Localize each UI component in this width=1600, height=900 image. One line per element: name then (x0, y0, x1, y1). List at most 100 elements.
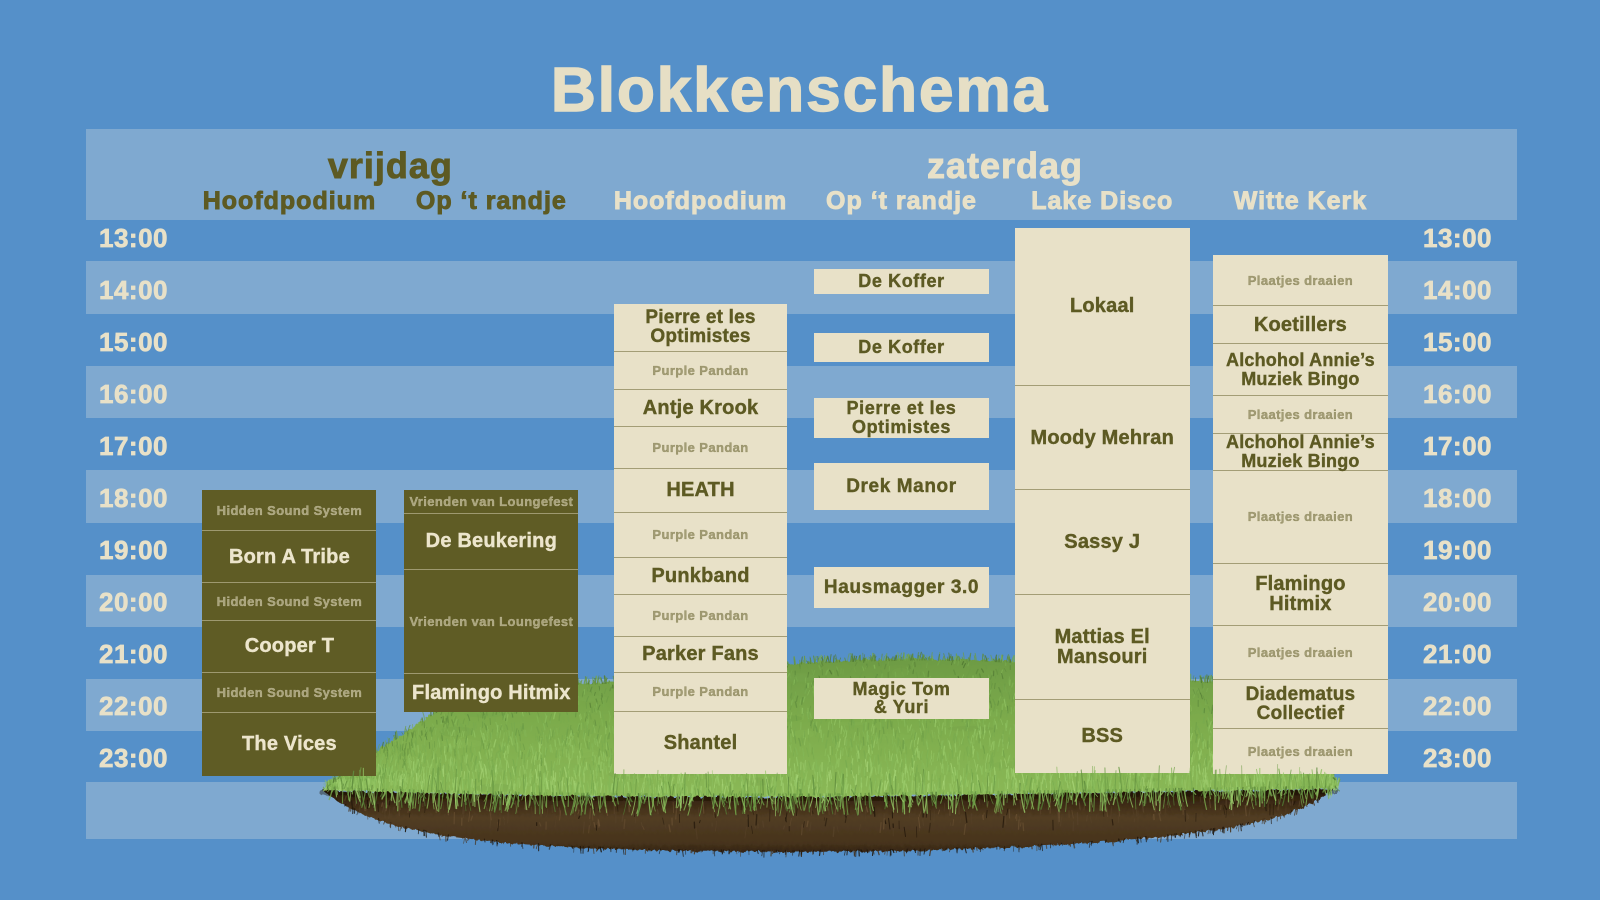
schedule-block: Vrienden van Loungefest (404, 568, 579, 673)
time-label-right: 21:00 (1423, 638, 1492, 669)
act-label: HEATH (666, 479, 735, 502)
schedule-block: Alchohol Annie’s Muziek Bingo (1213, 432, 1388, 471)
schedule-block: Koetillers (1213, 305, 1388, 343)
schedule-block: Purple Pandan (613, 512, 788, 557)
time-label-right: 14:00 (1423, 274, 1492, 305)
schedule-block: Purple Pandan (613, 351, 788, 389)
act-label: Plaatjes draaien (1247, 406, 1354, 422)
schedule-block: Hidden Sound System (202, 671, 377, 712)
schedule-block: Plaatjes draaien (1213, 470, 1388, 563)
act-label: Flamingo Hitmix (412, 681, 571, 704)
schedule-block: Purple Pandan (613, 672, 788, 711)
act-label: Magic Tom & Yuri (852, 678, 951, 718)
act-label: Mattias El Mansouri (1054, 625, 1150, 668)
time-label-right: 19:00 (1423, 534, 1492, 565)
schedule-block: Flamingo Hitmix (404, 673, 579, 712)
act-label: Alchohol Annie’s Muziek Bingo (1226, 350, 1375, 389)
act-label: Hidden Sound System (216, 502, 363, 518)
time-label-left: 21:00 (99, 638, 168, 669)
act-label: Alchohol Annie’s Muziek Bingo (1226, 432, 1375, 471)
schedule-block: Parker Fans (613, 635, 788, 673)
act-label: Hidden Sound System (216, 593, 363, 609)
act-label: Pierre et les Optimistes (645, 307, 756, 348)
time-label-right: 15:00 (1423, 326, 1492, 357)
schedule-block: Flamingo Hitmix (1213, 562, 1388, 625)
time-label-left: 22:00 (99, 690, 168, 721)
act-label: Vrienden van Loungefest (409, 494, 574, 510)
time-label-left: 15:00 (99, 326, 168, 357)
act-label: Plaatjes draaien (1247, 744, 1354, 760)
act-label: Purple Pandan (652, 439, 749, 455)
schedule-block: HEATH (613, 467, 788, 512)
act-label: The Vices (242, 733, 337, 756)
time-label-left: 13:00 (99, 222, 168, 253)
schedule-block: Cooper T (202, 619, 377, 672)
act-label: Vrienden van Loungefest (409, 613, 574, 629)
act-label: Flamingo Hitmix (1255, 572, 1346, 616)
time-label-right: 17:00 (1423, 430, 1492, 461)
schedule-block: Diadematus Collectief (1213, 679, 1388, 727)
schedule-block: Plaatjes draaien (1213, 395, 1388, 433)
schedule-block: Pierre et les Optimistes (814, 398, 989, 438)
schedule-block: Plaatjes draaien (1213, 727, 1388, 775)
time-label-right: 22:00 (1423, 690, 1492, 721)
schedule-block: Plaatjes draaien (1213, 255, 1387, 305)
schedule-block: Purple Pandan (613, 594, 788, 635)
time-label-left: 14:00 (99, 274, 168, 305)
act-label: Hidden Sound System (216, 684, 363, 700)
time-label-right: 18:00 (1423, 482, 1492, 513)
schedule-block: Alchohol Annie’s Muziek Bingo (1213, 342, 1388, 395)
schedule-block: Pierre et les Optimistes (614, 304, 787, 351)
time-label-left: 19:00 (99, 534, 168, 565)
schedule-block: Vrienden van Loungefest (404, 490, 578, 513)
schedule-block: Drek Manor (814, 463, 989, 510)
schedule-block: Sassy J (1014, 489, 1190, 594)
schedule-block: Plaatjes draaien (1213, 625, 1388, 679)
schedule-block: Hausmagger 3.0 (814, 566, 989, 608)
act-label: De Koffer (858, 337, 945, 358)
act-label: Punkband (651, 564, 750, 587)
time-label-left: 16:00 (99, 378, 168, 409)
act-label: Moody Mehran (1030, 426, 1174, 449)
act-label: BSS (1081, 725, 1124, 748)
act-label: Plaatjes draaien (1247, 272, 1354, 288)
time-label-right: 20:00 (1423, 586, 1492, 617)
schedule-block: De Koffer (814, 268, 989, 295)
act-label: Born A Tribe (228, 545, 350, 568)
act-label: De Beukering (425, 530, 557, 553)
time-label-right: 23:00 (1423, 742, 1492, 773)
schedule-block: Lokaal (1015, 228, 1191, 385)
act-label: Cooper T (244, 635, 335, 658)
schedule-block: Magic Tom & Yuri (814, 678, 989, 719)
schedule-block: Mattias El Mansouri (1014, 594, 1190, 699)
schedule-block: Born A Tribe (202, 530, 377, 582)
schedule-block: Hidden Sound System (202, 582, 377, 619)
act-label: Lokaal (1069, 295, 1135, 318)
schedule-block: De Beukering (404, 513, 579, 569)
act-label: Plaatjes draaien (1247, 645, 1354, 661)
page-title: Blokkenschema (550, 55, 1050, 126)
act-label: Sassy J (1064, 531, 1141, 554)
time-label-right: 16:00 (1423, 378, 1492, 409)
schedule-block: Antje Krook (613, 388, 788, 426)
act-label: Purple Pandan (652, 684, 749, 700)
act-label: Hausmagger 3.0 (823, 576, 980, 598)
act-label: Antje Krook (642, 396, 759, 419)
act-label: Plaatjes draaien (1247, 509, 1354, 525)
schedule-block: Punkband (613, 556, 788, 595)
act-label: Drek Manor (846, 475, 957, 497)
schedule-block: Shantel (613, 711, 788, 774)
time-row-stripe (86, 782, 1517, 839)
act-label: Parker Fans (642, 643, 759, 666)
schedule-block: Hidden Sound System (202, 490, 376, 530)
schedule-block: BSS (1014, 698, 1190, 774)
schedule-block: The Vices (202, 711, 377, 776)
act-label: De Koffer (858, 271, 945, 292)
time-label-left: 23:00 (99, 742, 168, 773)
